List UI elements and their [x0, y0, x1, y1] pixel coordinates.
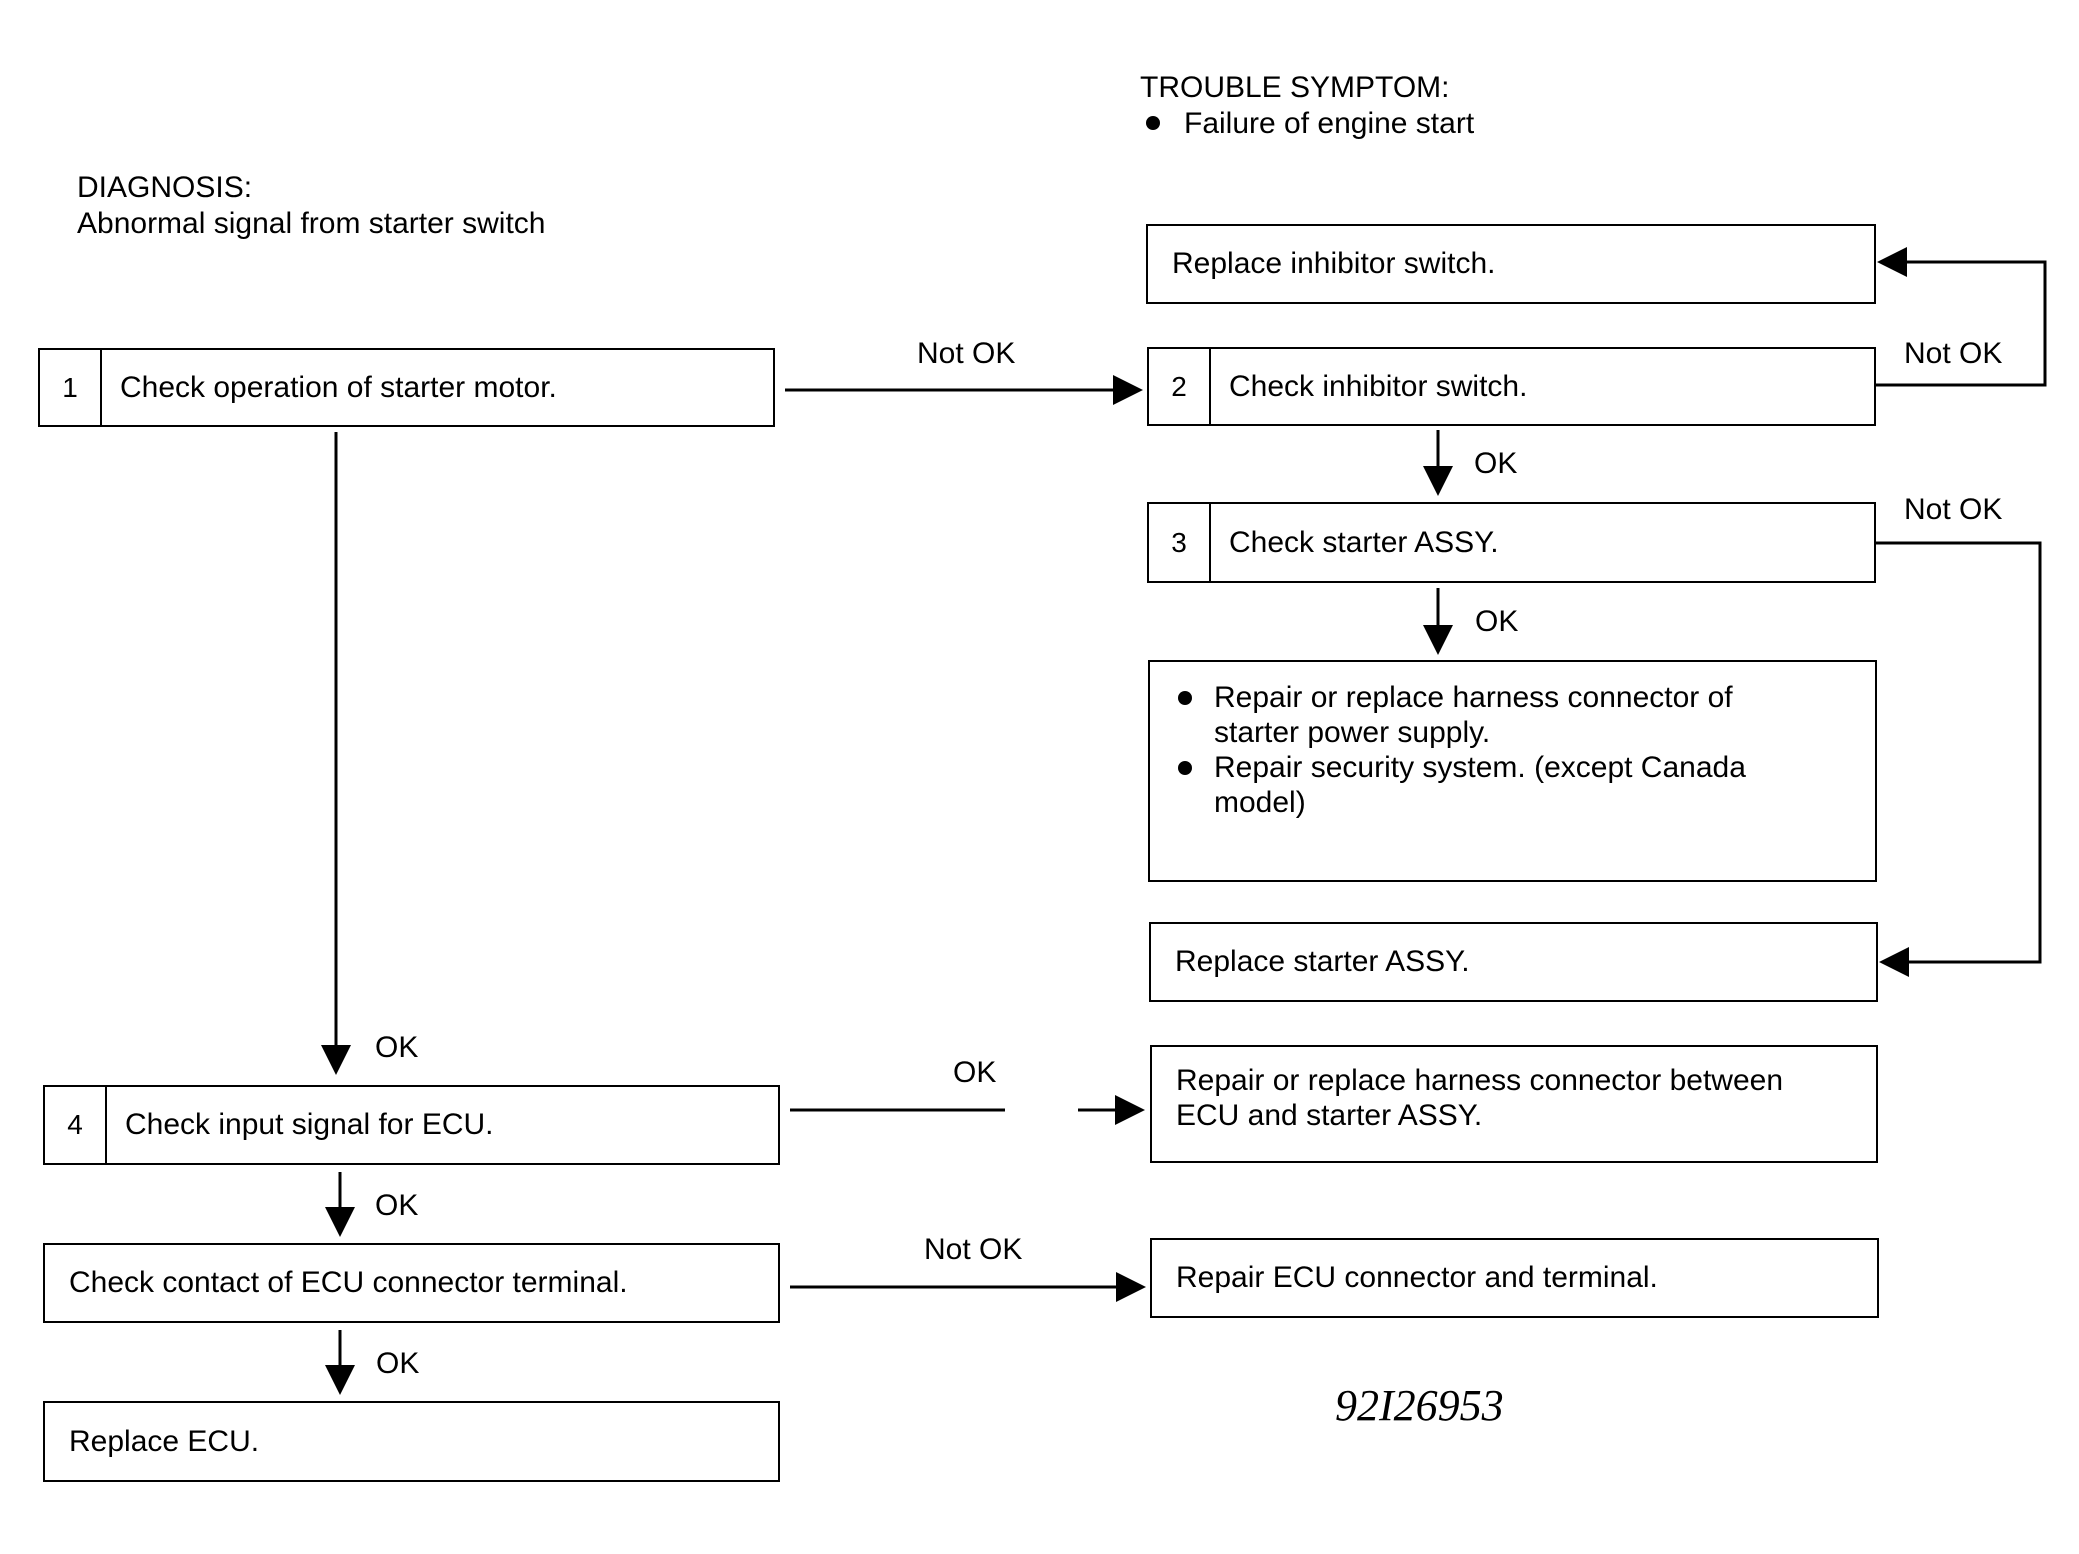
figure-id: 92I26953: [1335, 1381, 1504, 1430]
edge-label-s3-ok: OK: [1475, 605, 1519, 638]
arrow-s3-to-replace-starter: [1876, 541, 2042, 977]
edge-label-s3-not-ok: Not OK: [1904, 493, 2003, 526]
step-4-number: 4: [45, 1087, 107, 1163]
list-item: Repair or replace harness connector of s…: [1174, 680, 1746, 750]
step-2-number: 2: [1149, 349, 1211, 424]
replace-starter-box: Replace starter ASSY.: [1149, 922, 1878, 1002]
bullet-icon: [1178, 691, 1192, 705]
repair-harness-ecu-text: Repair or replace harness connector betw…: [1176, 1063, 1783, 1133]
replace-inhibitor-label: Replace inhibitor switch.: [1172, 247, 1496, 280]
list-item-line: Repair or replace harness connector of: [1214, 681, 1733, 714]
replace-inhibitor-box: Replace inhibitor switch.: [1146, 224, 1876, 304]
step-3-box: 3 Check starter ASSY.: [1147, 502, 1876, 583]
step-3-number: 3: [1149, 504, 1211, 581]
edge-label-s2-ok: OK: [1474, 447, 1518, 480]
step-1-label: Check operation of starter motor.: [120, 370, 557, 404]
replace-ecu-box: Replace ECU.: [43, 1401, 780, 1482]
edge-label-s2-not-ok: Not OK: [1904, 337, 2003, 370]
step-1-box: 1 Check operation of starter motor.: [38, 348, 775, 427]
step-2-label: Check inhibitor switch.: [1229, 369, 1528, 403]
repair-harness-ecu-line: ECU and starter ASSY.: [1176, 1099, 1483, 1132]
trouble-symptom-text: Failure of engine start: [1184, 107, 1475, 140]
list-item: Repair security system. (except Canada m…: [1174, 750, 1746, 820]
repair-harness-ecu-line: Repair or replace harness connector betw…: [1176, 1064, 1784, 1097]
bullet-icon: [1178, 761, 1192, 775]
step-5-label: Check contact of ECU connector terminal.: [69, 1266, 628, 1299]
step-5-box: Check contact of ECU connector terminal.: [43, 1243, 780, 1323]
list-item-line: model): [1214, 786, 1306, 819]
replace-starter-label: Replace starter ASSY.: [1175, 945, 1470, 978]
edge-label-s1-ok: OK: [375, 1031, 419, 1064]
repair-harness-starter-list: Repair or replace harness connector of s…: [1174, 680, 1746, 820]
edge-label-s4-ok-right: OK: [953, 1056, 997, 1089]
step-1-number: 1: [40, 350, 102, 425]
repair-ecu-connector-label: Repair ECU connector and terminal.: [1176, 1261, 1658, 1294]
diagnosis-heading: DIAGNOSIS:: [77, 171, 253, 204]
trouble-symptom-item: Failure of engine start: [1146, 106, 1474, 142]
step-4-box: 4 Check input signal for ECU.: [43, 1085, 780, 1165]
edge-label-s5-ok: OK: [376, 1347, 420, 1380]
repair-harness-starter-box: Repair or replace harness connector of s…: [1148, 660, 1877, 882]
edge-label-s4-ok-down: OK: [375, 1189, 419, 1222]
list-item-line: Repair security system. (except Canada: [1214, 751, 1746, 784]
trouble-symptom-heading: TROUBLE SYMPTOM:: [1140, 71, 1450, 104]
bullet-icon: [1146, 116, 1160, 130]
step-4-label: Check input signal for ECU.: [125, 1108, 494, 1141]
replace-ecu-label: Replace ECU.: [69, 1424, 260, 1458]
repair-ecu-connector-box: Repair ECU connector and terminal.: [1150, 1238, 1879, 1318]
step-2-box: 2 Check inhibitor switch.: [1147, 347, 1876, 426]
edge-label-s5-not-ok: Not OK: [924, 1233, 1023, 1266]
step-3-label: Check starter ASSY.: [1229, 525, 1499, 559]
diagnosis-text: Abnormal signal from starter switch: [77, 207, 546, 240]
repair-harness-ecu-box: Repair or replace harness connector betw…: [1150, 1045, 1878, 1163]
edge-label-s1-not-ok: Not OK: [917, 337, 1016, 370]
list-item-line: starter power supply.: [1214, 716, 1491, 749]
arrow-s2-to-replace-inhibitor: [1875, 247, 2047, 387]
